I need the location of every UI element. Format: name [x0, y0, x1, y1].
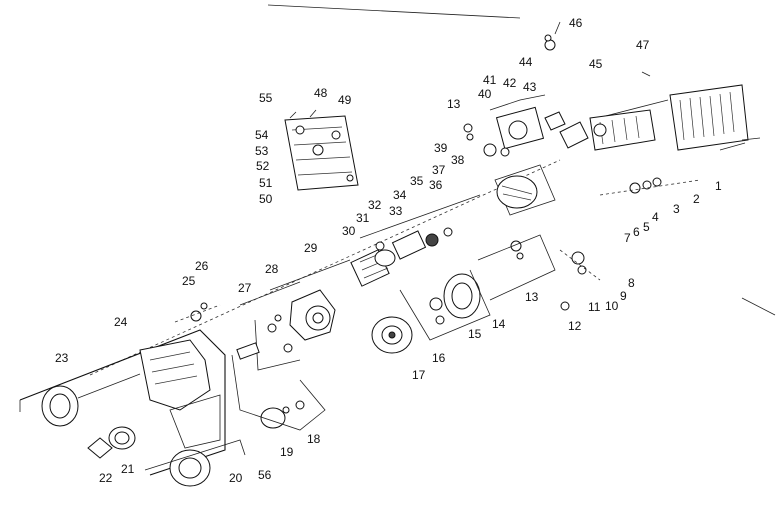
callout-21: 21 — [121, 462, 135, 476]
callout-16: 16 — [432, 351, 446, 365]
upper-right-assembly — [544, 21, 761, 311]
callout-14: 14 — [492, 317, 506, 331]
main-shaft-line — [89, 159, 561, 376]
callout-8: 8 — [628, 276, 635, 290]
callout-3: 3 — [673, 202, 680, 216]
callout-10: 10 — [605, 299, 619, 313]
callout-7: 7 — [624, 231, 631, 245]
callout-39: 39 — [434, 141, 448, 155]
callout-36: 36 — [429, 178, 443, 192]
callout-29: 29 — [304, 241, 318, 255]
callout-4: 4 — [652, 210, 659, 224]
callout-34: 34 — [393, 188, 407, 202]
callout-23: 23 — [55, 351, 69, 365]
callout-12: 12 — [568, 319, 582, 333]
parts-18-19 — [231, 342, 326, 431]
callout-18: 18 — [307, 432, 321, 446]
callout-46: 46 — [569, 16, 583, 30]
callout-38: 38 — [451, 153, 465, 167]
callout-49: 49 — [338, 93, 352, 107]
callout-9: 9 — [620, 289, 627, 303]
frame-and-handwheel — [19, 329, 226, 476]
callout-20: 20 — [229, 471, 243, 485]
callout-5: 5 — [643, 220, 650, 234]
callout-17: 17 — [412, 368, 426, 382]
callout-43: 43 — [523, 80, 537, 94]
callout-48: 48 — [314, 86, 328, 100]
callout-54: 54 — [255, 128, 269, 142]
parts-14-16 — [399, 269, 491, 341]
callout-32: 32 — [368, 198, 382, 212]
callout-42: 42 — [503, 76, 517, 90]
callout-24: 24 — [114, 315, 128, 329]
callout-55: 55 — [259, 91, 273, 105]
shaft-sleeve-parts — [350, 194, 481, 287]
callout-22: 22 — [99, 471, 113, 485]
callout-15: 15 — [468, 327, 482, 341]
pulley — [371, 316, 413, 354]
callout-28: 28 — [265, 262, 279, 276]
top-edge-line — [267, 4, 521, 19]
callout-6: 6 — [633, 225, 640, 239]
callout-2: 2 — [693, 192, 700, 206]
callout-45: 45 — [589, 57, 603, 71]
callout-50: 50 — [259, 192, 273, 206]
callout-56: 56 — [258, 468, 272, 482]
callout-44: 44 — [519, 55, 533, 69]
gear-housing — [239, 259, 351, 371]
callout-51: 51 — [259, 176, 273, 190]
callout-33: 33 — [389, 204, 403, 218]
callout-30: 30 — [342, 224, 356, 238]
parts-box — [284, 109, 359, 191]
center-right-cluster — [463, 94, 607, 301]
callout-13a: 13 — [447, 97, 461, 111]
callout-26: 26 — [195, 259, 209, 273]
callout-41: 41 — [483, 73, 497, 87]
callout-labels: 1 2 3 4 5 6 7 8 9 10 11 12 13 13 14 15 1… — [55, 16, 722, 485]
callout-37: 37 — [432, 163, 446, 177]
callout-35: 35 — [410, 174, 424, 188]
callout-11: 11 — [588, 300, 601, 314]
right-edge-line — [741, 297, 776, 316]
small-parts-21-22 — [87, 426, 136, 459]
callout-31: 31 — [356, 211, 370, 225]
callout-13b: 13 — [525, 290, 539, 304]
callout-19: 19 — [280, 445, 294, 459]
parts-25-26 — [174, 302, 221, 323]
bottom-wheel — [144, 439, 246, 487]
callout-1: 1 — [715, 179, 722, 193]
callout-27: 27 — [238, 281, 252, 295]
callout-52: 52 — [256, 159, 270, 173]
callout-47: 47 — [636, 38, 650, 52]
callout-25: 25 — [182, 274, 196, 288]
callout-40: 40 — [478, 87, 492, 101]
callout-53: 53 — [255, 144, 269, 158]
